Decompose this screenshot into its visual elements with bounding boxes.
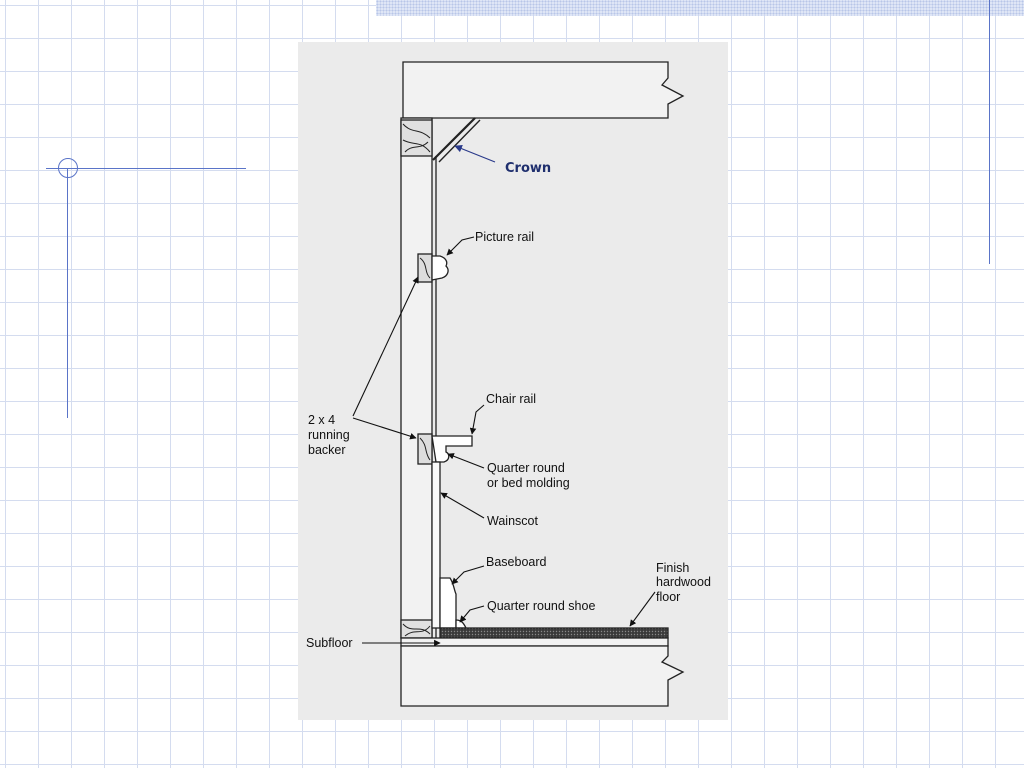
label-picture-rail: Picture rail: [475, 230, 534, 244]
header-band: [376, 0, 1024, 16]
subfloor-sheet: [400, 637, 669, 647]
label-finish-2: hardwood: [656, 575, 711, 589]
wainscot-leader: [440, 492, 485, 519]
chair-rail-leader: [469, 404, 485, 435]
picture-rail-leader: [446, 236, 475, 256]
decor-right-vertical-line: [989, 0, 991, 264]
label-backer-2: running: [308, 428, 350, 442]
decor-horizontal-line: [46, 168, 246, 170]
label-finish-3: floor: [656, 590, 680, 604]
label-wainscot: Wainscot: [487, 514, 538, 528]
chair-rail-molding: [431, 435, 473, 463]
crown-leader: [454, 144, 496, 163]
ceiling-joist: [402, 61, 685, 119]
baseboard-leader: [451, 565, 485, 585]
backer-leader-lower: [352, 417, 417, 440]
wainscot-panel: [431, 461, 441, 629]
label-finish-1: Finish: [656, 561, 689, 575]
wall-stud: [400, 117, 433, 639]
finish-hardwood-floor: [439, 627, 669, 639]
top-plate: [400, 119, 433, 157]
label-quarter-round-2: or bed molding: [487, 476, 570, 490]
decor-circle: [58, 158, 78, 178]
decor-vertical-line: [67, 168, 69, 418]
label-backer-1: 2 x 4: [308, 413, 335, 427]
backer-leader-upper: [352, 276, 419, 417]
crown-molding: [432, 117, 476, 161]
floor-joist: [400, 645, 685, 707]
quarter-round-leader: [447, 453, 485, 469]
label-crown: Crown: [505, 161, 551, 176]
picture-rail-molding: [431, 255, 449, 281]
label-chair-rail: Chair rail: [486, 392, 536, 406]
label-baseboard: Baseboard: [486, 555, 547, 569]
shoe-leader: [459, 605, 485, 623]
label-subfloor: Subfloor: [306, 636, 353, 650]
label-quarter-round-1: Quarter round: [487, 461, 565, 475]
label-backer-3: backer: [308, 443, 346, 457]
finish-floor-leader: [629, 591, 656, 627]
baseboard: [439, 577, 457, 629]
label-quarter-round-shoe: Quarter round shoe: [487, 599, 595, 613]
